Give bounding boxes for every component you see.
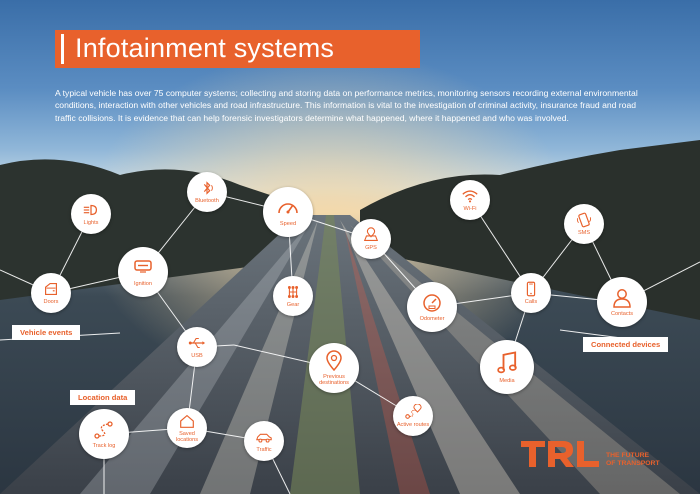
node-gps: GPS	[351, 219, 391, 259]
title-accent-line	[61, 34, 64, 64]
sms-phone-icon	[576, 212, 592, 228]
node-label: Media	[499, 377, 515, 384]
node-contacts: Contacts	[597, 277, 647, 327]
node-track-log: Track log	[79, 409, 129, 459]
node-label: Bluetooth	[195, 197, 219, 204]
music-note-icon	[497, 351, 517, 374]
node-lights: Lights	[71, 194, 111, 234]
node-ignition: Ignition	[118, 247, 168, 297]
tagline-line-2: OF TRANSPORT	[606, 460, 660, 467]
headlight-icon	[83, 204, 98, 215]
node-label: Lights	[83, 219, 99, 226]
node-label: GPS	[365, 244, 377, 251]
track-log-icon	[94, 421, 113, 439]
node-label: Calls	[524, 298, 538, 305]
bluetooth-icon	[203, 180, 213, 195]
route-icon	[405, 403, 422, 419]
node-traffic: Traffic	[244, 421, 284, 461]
tagline-line-1: THE FUTURE	[606, 452, 650, 459]
node-speed: Speed	[263, 187, 313, 237]
node-active-routes: Active routes	[393, 396, 433, 436]
category-location-data: Location data	[70, 390, 136, 405]
trl-logo	[521, 441, 599, 467]
node-media: Media	[480, 340, 534, 394]
node-label: Doors	[43, 298, 59, 305]
node-label: Gear	[286, 301, 300, 308]
node-usb: USB	[177, 327, 217, 367]
usb-icon	[188, 337, 206, 348]
node-label: Odometer	[419, 315, 445, 322]
node-saved-locations: Saved locations	[167, 408, 207, 448]
node-calls: Calls	[511, 273, 551, 313]
intro-paragraph: A typical vehicle has over 75 computer s…	[55, 88, 638, 123]
node-label: Ignition	[133, 280, 153, 287]
node-doors: Doors	[31, 273, 71, 313]
node-label: Traffic	[256, 446, 272, 453]
page-title: Infotainment systems	[75, 33, 335, 63]
node-wifi: Wi-Fi	[450, 180, 490, 220]
wifi-icon	[462, 190, 478, 203]
speedometer-icon	[278, 203, 298, 214]
trl-tagline: THE FUTURE OF TRANSPORT	[606, 452, 660, 468]
node-previous-destinations: Previous destinations	[309, 343, 359, 393]
node-sms: SMS	[564, 204, 604, 244]
gear-stick-icon	[287, 285, 299, 298]
car-door-icon	[45, 282, 57, 295]
odometer-icon	[423, 294, 441, 312]
map-pin-icon	[326, 349, 342, 371]
node-label: Active routes	[396, 421, 430, 428]
phone-icon	[526, 281, 536, 297]
node-gear: Gear	[273, 276, 313, 316]
node-label: Saved locations	[175, 430, 199, 443]
node-label: USB	[191, 352, 203, 359]
category-connected-devices: Connected devices	[583, 337, 669, 352]
ignition-key-icon	[134, 260, 152, 273]
contact-person-icon	[613, 288, 631, 308]
category-vehicle-events: Vehicle events	[12, 325, 81, 340]
node-label: SMS	[577, 229, 591, 236]
house-pin-icon	[180, 414, 194, 428]
node-label: Track log	[92, 442, 116, 449]
gps-map-icon	[363, 227, 379, 241]
car-icon	[256, 433, 272, 443]
node-label: Wi-Fi	[463, 205, 477, 212]
node-bluetooth: Bluetooth	[187, 172, 227, 212]
node-label: Previous destinations	[319, 373, 349, 386]
node-label: Speed	[279, 220, 297, 227]
node-label: Contacts	[610, 310, 634, 317]
title-banner: Infotainment systems	[55, 30, 420, 68]
node-odometer: Odometer	[407, 282, 457, 332]
